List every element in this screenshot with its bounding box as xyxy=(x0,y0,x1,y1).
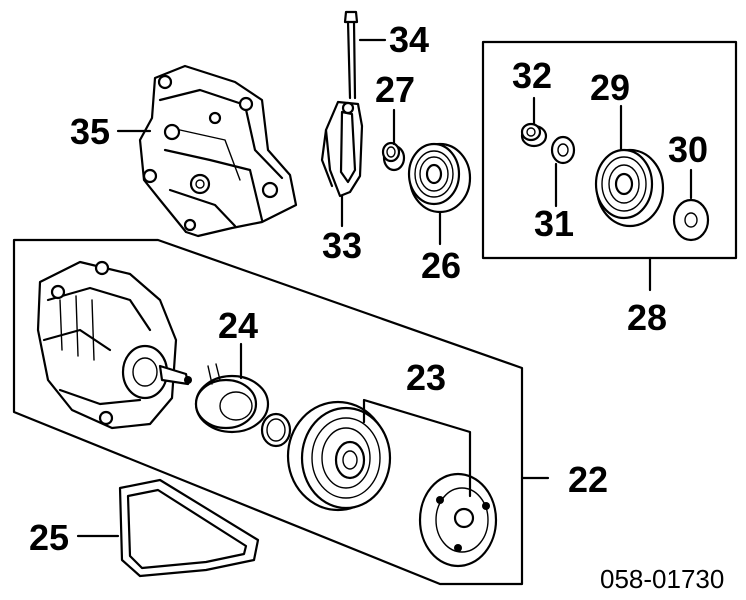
callout-23: 23 xyxy=(406,357,446,398)
callout-30: 30 xyxy=(668,129,708,170)
callout-labels: 34 35 27 33 26 32 29 30 31 28 24 23 22 2… xyxy=(29,19,708,558)
part-34-bolt xyxy=(343,10,359,100)
part-25-belt xyxy=(118,478,260,578)
callout-31: 31 xyxy=(534,203,574,244)
callout-26: 26 xyxy=(421,245,461,286)
callout-35: 35 xyxy=(70,111,110,152)
callout-28: 28 xyxy=(627,297,667,338)
callout-24: 24 xyxy=(218,305,258,346)
part-23-clutch-pulley xyxy=(286,400,392,512)
part-27-collar xyxy=(381,141,406,172)
callout-22: 22 xyxy=(568,459,608,500)
leader-lines xyxy=(76,38,693,538)
compressor-body xyxy=(36,260,192,430)
callout-25: 25 xyxy=(29,517,69,558)
callout-32: 32 xyxy=(512,55,552,96)
part-24-field-coil xyxy=(194,363,270,434)
part-30-washer xyxy=(672,198,710,242)
part-26-idler-pulley xyxy=(407,142,472,214)
callout-29: 29 xyxy=(590,67,630,108)
reference-code: 058-01730 xyxy=(600,564,724,594)
part-32-bushing xyxy=(520,122,548,148)
callout-33: 33 xyxy=(322,225,362,266)
part-28-kit-box xyxy=(481,40,738,292)
part-31-washer xyxy=(550,135,576,165)
callout-34: 34 xyxy=(389,19,429,60)
armature-plate xyxy=(418,472,498,568)
part-22-assembly-outline xyxy=(12,238,524,586)
callout-27: 27 xyxy=(375,69,415,110)
part-29-pulley xyxy=(594,148,665,228)
part-35-bracket xyxy=(138,64,298,238)
part-33-tensioner-bracket xyxy=(320,100,364,198)
snap-ring xyxy=(260,412,292,448)
